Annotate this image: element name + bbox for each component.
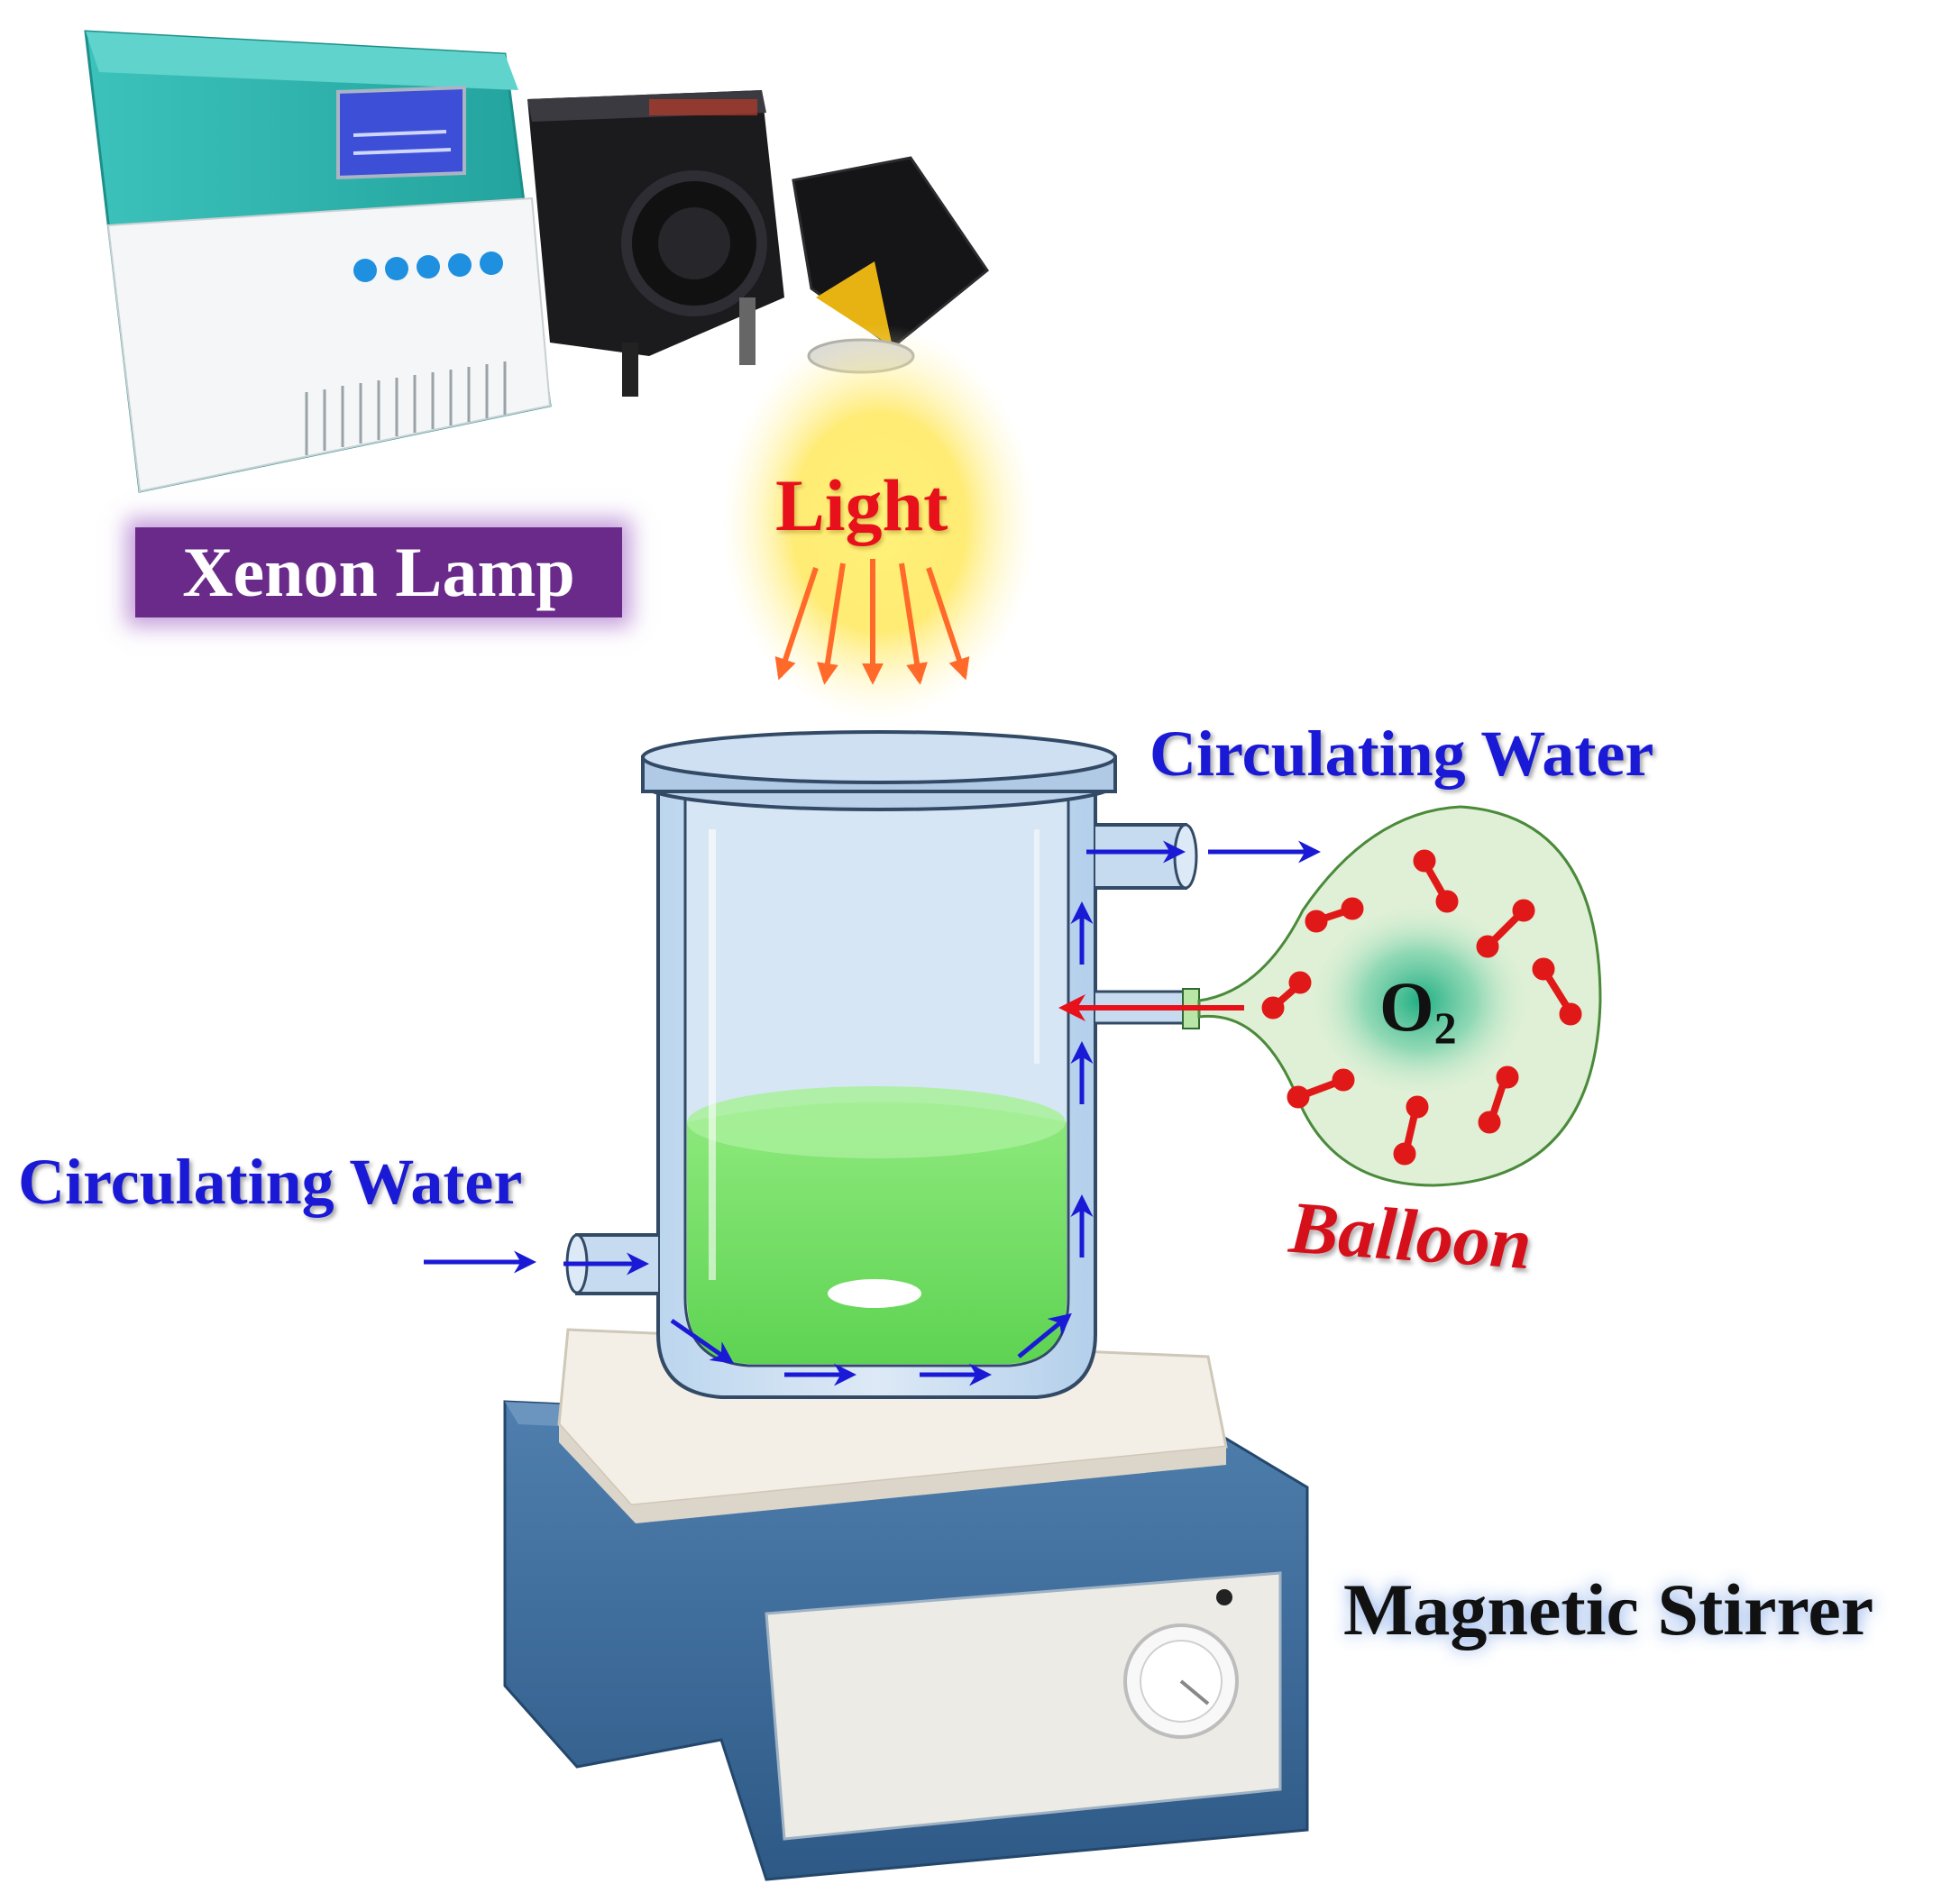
water-flow-arrows xyxy=(424,840,1321,1386)
balloon-label: Balloon xyxy=(1287,1185,1534,1285)
circulating-water-outlet-label: Circulating Water xyxy=(1149,718,1654,790)
light-label: Light xyxy=(775,464,948,546)
jacketed-reactor-icon xyxy=(565,730,1200,1399)
o2-main: O xyxy=(1379,967,1434,1046)
xenon-lamp-device-icon xyxy=(84,30,990,493)
magnetic-stirrer-label: Magnetic Stirrer xyxy=(1343,1568,1874,1651)
o2-subscript: 2 xyxy=(1433,1002,1457,1053)
oxygen-balloon-icon xyxy=(1197,805,1602,1187)
circulating-water-inlet-label: Circulating Water xyxy=(18,1146,523,1218)
xenon-lamp-label: Xenon Lamp xyxy=(135,527,622,617)
light-rays-icon xyxy=(774,559,970,685)
magnetic-stirrer-icon xyxy=(503,1328,1309,1881)
oxygen-molecules xyxy=(1261,849,1582,1166)
o2-label: O2 xyxy=(1379,972,1457,1053)
